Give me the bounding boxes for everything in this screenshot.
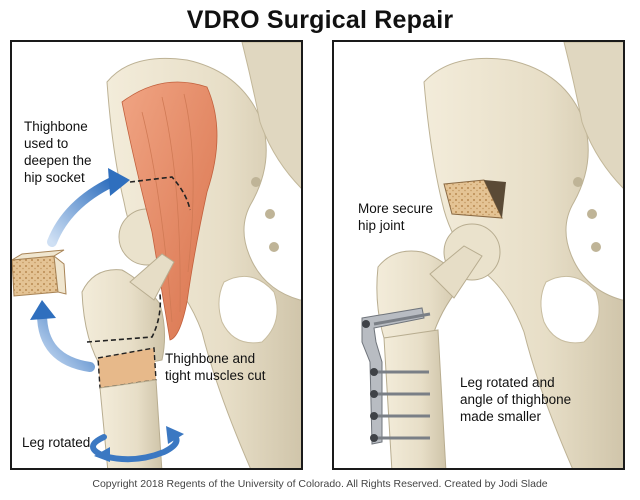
graft-arrow-upper [47,177,117,247]
label-bone-graft: Thighbone used to deepen the hip socket [24,119,92,185]
page-title: VDRO Surgical Repair [186,6,454,34]
sacrum [241,42,301,189]
graft-arrow-lower [37,309,95,372]
left-panel: Thighbone used to deepen the hip socket … [10,40,303,470]
copyright-notice: Copyright 2018 Regents of the University… [92,478,548,490]
femur-cut-outline [86,293,162,343]
femur-shaft [383,329,447,468]
right-panel: More secure hip joint Leg rotated and an… [332,40,625,470]
obturator-foramen [218,275,278,344]
bone-graft-block [12,249,67,297]
graft-site-outline [129,176,191,211]
rotation-arrow [90,431,180,463]
bone-screws [373,312,431,440]
obturator-foramen [540,275,600,344]
right-illustration [361,42,623,468]
hip-muscle [121,81,218,341]
label-cut: Thighbone and tight muscles cut [165,351,266,383]
sacrum [563,42,623,189]
label-secure: More secure hip joint [358,201,434,233]
label-angle: Leg rotated and angle of thighbone made … [460,375,572,424]
left-illustration [12,42,301,468]
femur-shaft [99,379,163,468]
label-rotated: Leg rotated [22,435,91,450]
